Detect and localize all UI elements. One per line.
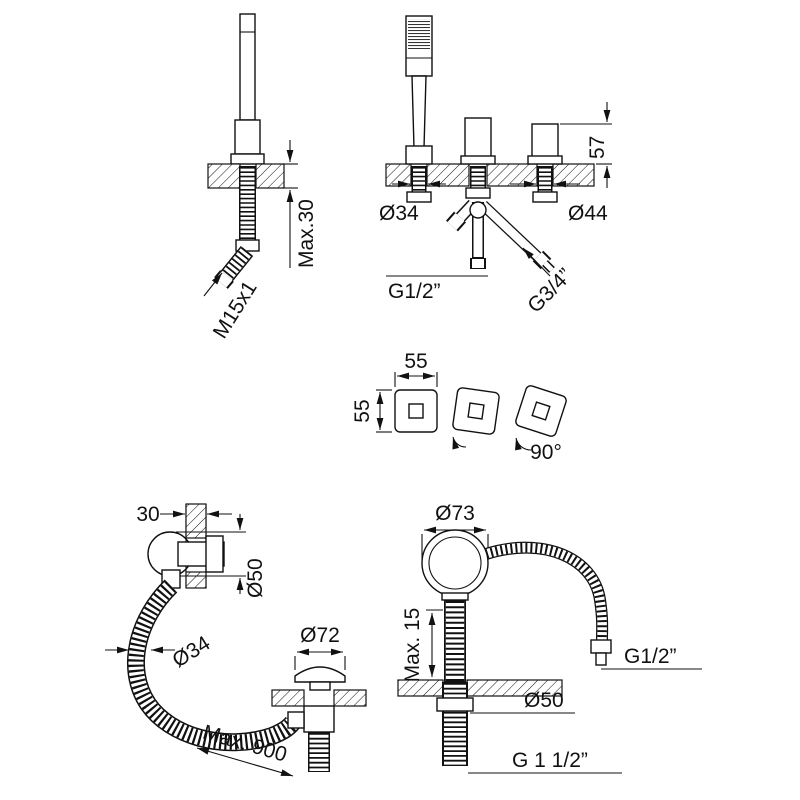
- holder-body: [234, 119, 261, 155]
- dim-label-wall-thickness: 30: [136, 503, 159, 526]
- tub-floor-left: [271, 689, 305, 707]
- dim-label-outlet-thread: G1/2”: [388, 280, 441, 303]
- figure-escutcheon-top-view: 55 55 90°: [351, 350, 567, 464]
- swivel-arrow-large: [515, 437, 532, 451]
- shank-nut: [235, 239, 260, 252]
- valve-handle-right: [531, 123, 559, 159]
- figure-bath-waste-overflow: 30 Ø50 Ø34 Ø72 Max. 900: [105, 503, 367, 777]
- diverter-right-tube: [480, 201, 543, 263]
- tub-floor-right: [333, 689, 367, 707]
- dim-label-plug-diameter: Ø72: [300, 624, 340, 647]
- deck-section-right: [255, 163, 285, 189]
- dim-label-max-depth: Max.30: [295, 199, 318, 268]
- escutcheon-square-3: [515, 385, 567, 437]
- figure-hand-shower-holder: Max.30 M15x1: [203, 13, 318, 343]
- deck-segment: [385, 163, 412, 187]
- waste-plug-cap: [294, 666, 346, 683]
- dim-label-plate-height: 55: [351, 399, 374, 422]
- escutcheon-plate: [230, 153, 265, 165]
- waste-body: [303, 705, 335, 733]
- hose-port: [287, 711, 305, 729]
- hand-shower-handle: [411, 75, 427, 149]
- dim-label-diverter-thread: G3/4”: [523, 264, 576, 317]
- hose-nut: [590, 639, 612, 654]
- overflow-fitting: [205, 535, 224, 573]
- dim-label-plate-width: 55: [404, 350, 427, 373]
- diverter-hub: [469, 201, 487, 219]
- handle-rod: [239, 13, 256, 121]
- deck-segment: [426, 163, 470, 187]
- diverter-left-stub: [447, 213, 465, 230]
- dim-label-tail-thread: G 1 1/2”: [512, 749, 588, 772]
- angled-connector: [220, 246, 253, 282]
- dim-label-overflow-diameter: Ø50: [244, 558, 267, 598]
- tub-wall-upper: [185, 503, 207, 539]
- dim-label-hose-diameter: Ø34: [168, 632, 214, 673]
- dim-label-hole-diameter: Ø50: [524, 689, 564, 712]
- waste-flexible-hose: [128, 580, 300, 750]
- deck-segment: [552, 163, 595, 187]
- dim-label-hole-left: Ø34: [379, 202, 419, 225]
- dim-label-hose-thread: G1/2”: [624, 645, 677, 668]
- deck-section-left: [207, 163, 241, 189]
- shower-hose: [484, 542, 607, 641]
- dim-label-max-height: Max. 15: [401, 608, 424, 683]
- dim-label-height-57: 57: [586, 136, 609, 159]
- figure-diverter-column: Ø73 G1/2” Max. 15 Ø50: [397, 502, 702, 774]
- diverter-body: [421, 529, 489, 597]
- tub-wall-lower: [185, 571, 207, 589]
- tail-nut: [436, 697, 474, 712]
- deck-segment: [486, 163, 538, 187]
- swivel-arrow-small: [452, 436, 467, 450]
- deck-left: [397, 679, 444, 697]
- figure-deck-mounted-mixer: Ø34 Ø44 57 G1/2” G3/4”: [379, 15, 612, 318]
- dim-label-hole-right: Ø44: [568, 202, 608, 225]
- hose-stub: [595, 652, 607, 666]
- dim-label-thread-m15: M15x1: [209, 277, 262, 343]
- escutcheon-square-2: [452, 387, 500, 435]
- valve-handle-left: [464, 117, 492, 159]
- shower-holder: [405, 145, 433, 165]
- dim-label-swivel-angle: 90°: [530, 441, 562, 464]
- dim-label-body-diameter: Ø73: [435, 502, 475, 525]
